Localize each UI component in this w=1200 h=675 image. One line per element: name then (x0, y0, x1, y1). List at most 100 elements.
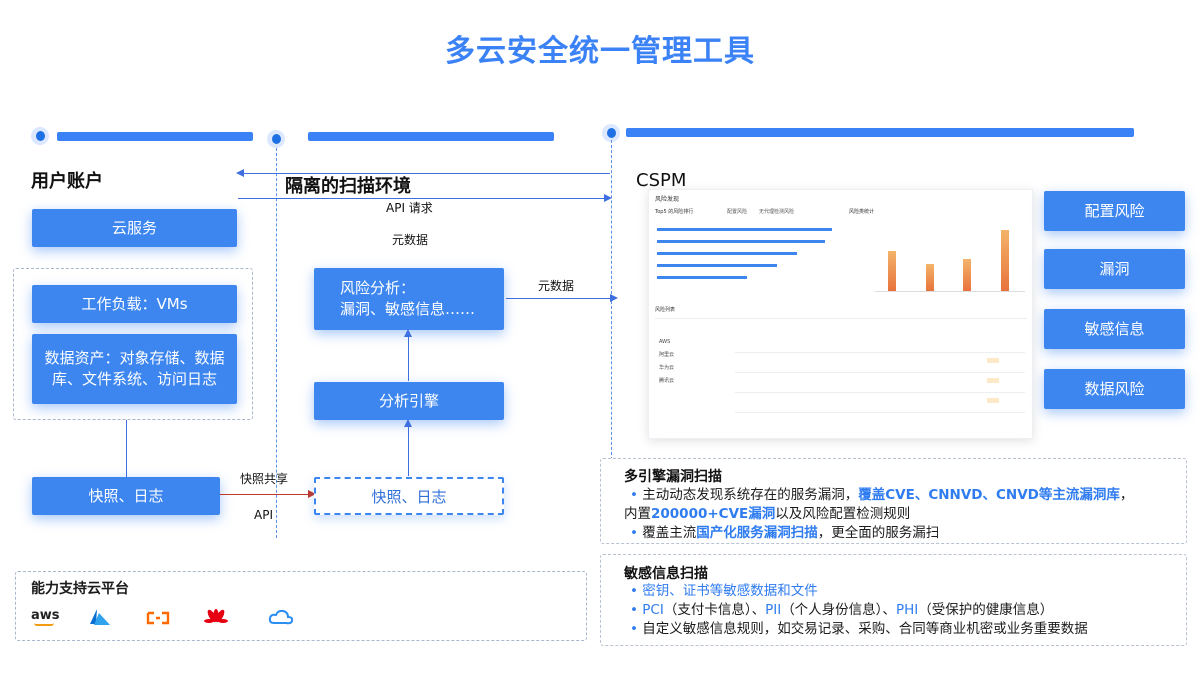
pii-text: PII (765, 602, 782, 618)
timeline-dot-1 (31, 127, 49, 145)
config-risk-box: 配置风险 (1044, 191, 1185, 231)
snapshot-share-label: 快照共享 (240, 472, 289, 486)
console-risk-list: 风险列表 (655, 307, 676, 313)
cloud-services-box: 云服务 (32, 209, 237, 247)
platforms-box (15, 571, 587, 641)
sensitive-line2: • PCI（支付卡信息）、PII（个人身份信息）、PHI（受保护的健康信息） (630, 601, 1053, 620)
phi-text: PHI (895, 602, 919, 618)
isolated-env-heading: 隔离的扫描环境 (285, 176, 411, 197)
phi-desc: （受保护的健康信息） (918, 602, 1054, 618)
bullet: • (630, 621, 638, 637)
console-line-1 (735, 352, 1025, 353)
sensitive-line3: • 自定义敏感信息规则，如交易记录、采购、合同等商业机密或业务重要数据 (630, 620, 1088, 639)
timeline-dot-2 (267, 130, 285, 148)
aws-smile-icon (34, 623, 54, 626)
sensitive-l3-text: 自定义敏感信息规则，如交易记录、采购、合同等商业机密或业务重要数据 (642, 621, 1088, 637)
console-top5: Top5 的风险排行 (655, 209, 694, 215)
multi-engine-l1-suffix: ， (1119, 487, 1134, 503)
multi-engine-line1: • 主动动态发现系统存在的服务漏洞，覆盖CVE、CNNVD、CNVD等主流漏洞库… (630, 486, 1133, 505)
multi-engine-line3: • 覆盖主流国产化服务漏洞扫描，更全面的服务漏扫 (630, 524, 939, 543)
console-provider-aws: AWS (659, 339, 671, 345)
data-assets-line2: 库、文件系统、访问日志 (51, 370, 217, 388)
metadata-label-1: 元数据 (392, 233, 429, 247)
arrow-snapshot-to-engine (404, 419, 412, 476)
console-row-5 (657, 276, 747, 279)
api-label: API (254, 508, 273, 522)
multi-engine-l3-highlight: 国产化服务漏洞扫描 (696, 525, 818, 541)
user-account-heading: 用户账户 (31, 171, 103, 192)
console-line-3 (735, 392, 1025, 393)
multi-engine-l2-suffix: 以及风险配置检测规则 (775, 506, 911, 522)
data-assets-line1: 数据资产：对象存储、数据 (44, 349, 225, 367)
console-line-2 (735, 372, 1025, 373)
sensitive-info-box: 敏感信息 (1044, 309, 1185, 349)
page-title: 多云安全统一管理工具 (445, 34, 755, 69)
pii-desc: （个人身份信息）、 (781, 602, 896, 618)
multi-engine-l2-highlight: 200000+CVE漏洞 (651, 506, 776, 522)
pci-text: PCI (642, 602, 664, 618)
arrow-snapshot-share (220, 490, 316, 498)
aliyun-icon (146, 611, 170, 625)
bullet: • (630, 583, 638, 599)
console-risk-discovery: 风险发现 (655, 196, 680, 203)
multi-engine-box (600, 458, 1187, 544)
console-bar (1001, 230, 1009, 291)
console-row-2 (657, 240, 825, 243)
console-bar (888, 251, 896, 291)
console-provider-tencent: 腾讯云 (659, 378, 675, 384)
multi-engine-l1-highlight: 覆盖CVE、CNNVD、CNVD等主流漏洞库 (858, 487, 1120, 503)
timeline-dot-3 (602, 124, 620, 142)
vulnerability-box: 漏洞 (1044, 249, 1185, 289)
console-preview: 风险发现 Top5 的风险排行 配置风险 无代理检测风险 风险类统计 风险列表 … (648, 189, 1033, 439)
console-risk-stats: 风险类统计 (849, 209, 875, 215)
multi-engine-l1-prefix: 主动动态发现系统存在的服务漏洞， (642, 487, 859, 503)
console-tag-1 (987, 358, 999, 363)
risk-analysis-box: 风险分析： 漏洞、敏感信息…… (314, 268, 504, 330)
sensitive-l1-text: 密钥、证书等敏感数据和文件 (642, 583, 818, 599)
console-provider-aliyun: 阿里云 (659, 352, 675, 358)
isolated-snapshot-box: 快照、日志 (314, 477, 504, 515)
console-config-risk: 配置风险 (727, 209, 748, 215)
console-no-agent: 无代理检测风险 (759, 209, 795, 215)
cspm-heading: CSPM (636, 170, 687, 191)
pci-desc: （支付卡信息）、 (663, 602, 766, 618)
console-provider-huawei: 华为云 (659, 365, 675, 371)
azure-icon (90, 609, 110, 625)
multi-engine-l2-prefix: 内置 (624, 506, 651, 522)
console-bar (963, 259, 971, 291)
sensitive-scan-box (600, 554, 1187, 646)
risk-analysis-line2: 漏洞、敏感信息…… (340, 300, 476, 318)
multi-engine-l3-suffix: ，更全面的服务漏扫 (817, 525, 940, 541)
console-provider-list: AWS 阿里云 华为云 腾讯云 (659, 336, 674, 388)
console-divider (655, 318, 1027, 319)
sensitive-scan-title: 敏感信息扫描 (624, 566, 708, 582)
timeline-bar-3 (626, 128, 1134, 137)
arrow-metadata-to-cspm (506, 294, 618, 302)
huawei-icon (204, 609, 228, 623)
arrow-api-request (238, 194, 612, 202)
multi-engine-title: 多引擎漏洞扫描 (624, 469, 722, 485)
risk-analysis-line1: 风险分析： (340, 279, 416, 297)
tencent-cloud-icon (268, 609, 294, 625)
arrow-metadata-back (236, 169, 610, 177)
metadata-label-2: 元数据 (538, 279, 575, 293)
bullet: • (630, 487, 638, 503)
bullet: • (630, 525, 638, 541)
user-snapshot-box: 快照、日志 (32, 477, 220, 515)
console-row-3 (657, 252, 797, 255)
console-tag-3 (987, 398, 999, 403)
api-request-label: API 请求 (386, 201, 433, 215)
connector-user (126, 420, 127, 477)
console-row-1 (657, 228, 832, 231)
divider-left (276, 148, 277, 538)
console-row-4 (657, 264, 777, 267)
multi-engine-line2: 内置200000+CVE漏洞以及风险配置检测规则 (624, 505, 910, 524)
platforms-heading: 能力支持云平台 (31, 581, 129, 597)
data-assets-box: 数据资产：对象存储、数据 库、文件系统、访问日志 (32, 334, 237, 404)
multi-engine-l3-prefix: 覆盖主流 (642, 525, 697, 541)
console-tag-2 (987, 378, 999, 383)
aws-icon: aws (31, 608, 60, 623)
bullet: • (630, 602, 638, 618)
timeline-bar-2 (308, 132, 554, 141)
data-risk-box: 数据风险 (1044, 369, 1185, 409)
